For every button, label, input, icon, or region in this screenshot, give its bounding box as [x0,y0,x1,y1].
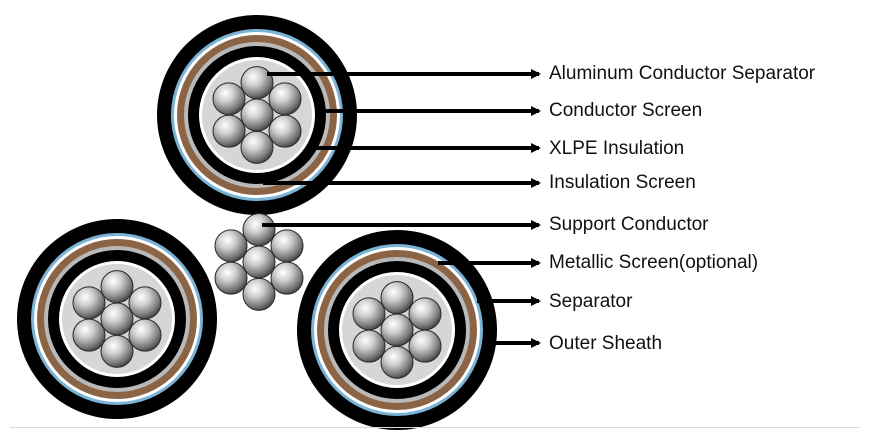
support-conductor-bundle [214,213,304,311]
core-bottom-left [17,219,217,419]
support-conductor-strand [242,213,276,247]
core-top-strand [240,130,274,164]
core-bottom-left-strand [72,318,106,352]
label-conductor-screen: Conductor Screen [549,100,703,121]
support-conductor-strand [242,277,276,311]
label-separator: Separator [549,291,633,312]
label-insulation-screen: Insulation Screen [549,172,696,193]
core-bottom-right-strand [408,297,442,331]
label-xlpe-insulation: XLPE Insulation [549,138,685,159]
label-outer-sheath: Outer Sheath [549,333,663,354]
core-top-strand [212,114,246,148]
bottom-divider [10,427,859,428]
core-top-strand [240,66,274,100]
cable-cores [17,15,497,430]
leader-arrows [262,69,541,348]
core-bottom-left-strand [100,334,134,368]
label-aluminum-conductor-separator: Aluminum Conductor Separator [549,63,816,84]
core-bottom-right-strand [380,281,414,315]
support-conductor-strand [270,229,304,263]
core-bottom-right-strand [352,329,386,363]
label-metallic-screen: Metallic Screen(optional) [549,252,759,273]
support-conductor-strand [214,261,248,295]
core-bottom-right [297,230,497,430]
core-bottom-left-strand [100,270,134,304]
core-top [157,15,357,215]
core-bottom-right-strand [380,345,414,379]
core-top-strand [268,82,302,116]
label-support-conductor: Support Conductor [549,214,709,235]
core-bottom-left-strand [128,286,162,320]
